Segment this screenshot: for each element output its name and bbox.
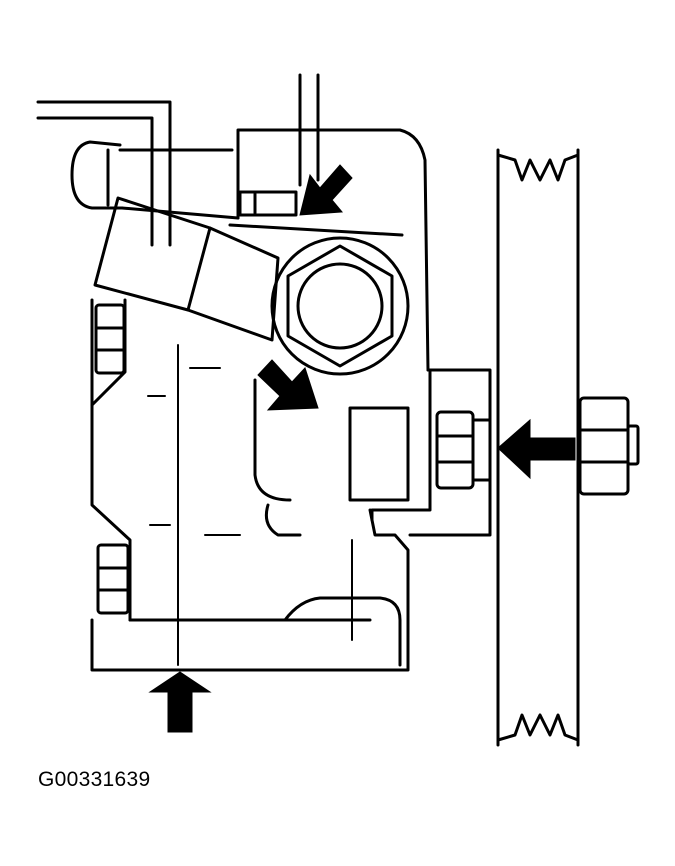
arrow-center-bolt [257,359,319,411]
arrow-pulley-nut [497,418,576,480]
reservoir-pipe [298,73,320,187]
lower-left-bolt [96,543,130,615]
figure-id-label: G00331639 [38,768,151,791]
outlet-hex-nut [270,236,410,376]
center-mounting-bolt [435,410,492,490]
tilted-fitting [93,196,280,342]
pressure-line-bracket [36,100,172,247]
upper-left-bolt [94,303,126,375]
pulley-nut [578,396,640,496]
pump-upper-block [228,128,430,372]
arrow-top-bolt [299,164,353,216]
arrow-bottom-bolt [148,671,212,733]
pump-housing [90,298,492,672]
hose-fitting-left [70,140,240,220]
